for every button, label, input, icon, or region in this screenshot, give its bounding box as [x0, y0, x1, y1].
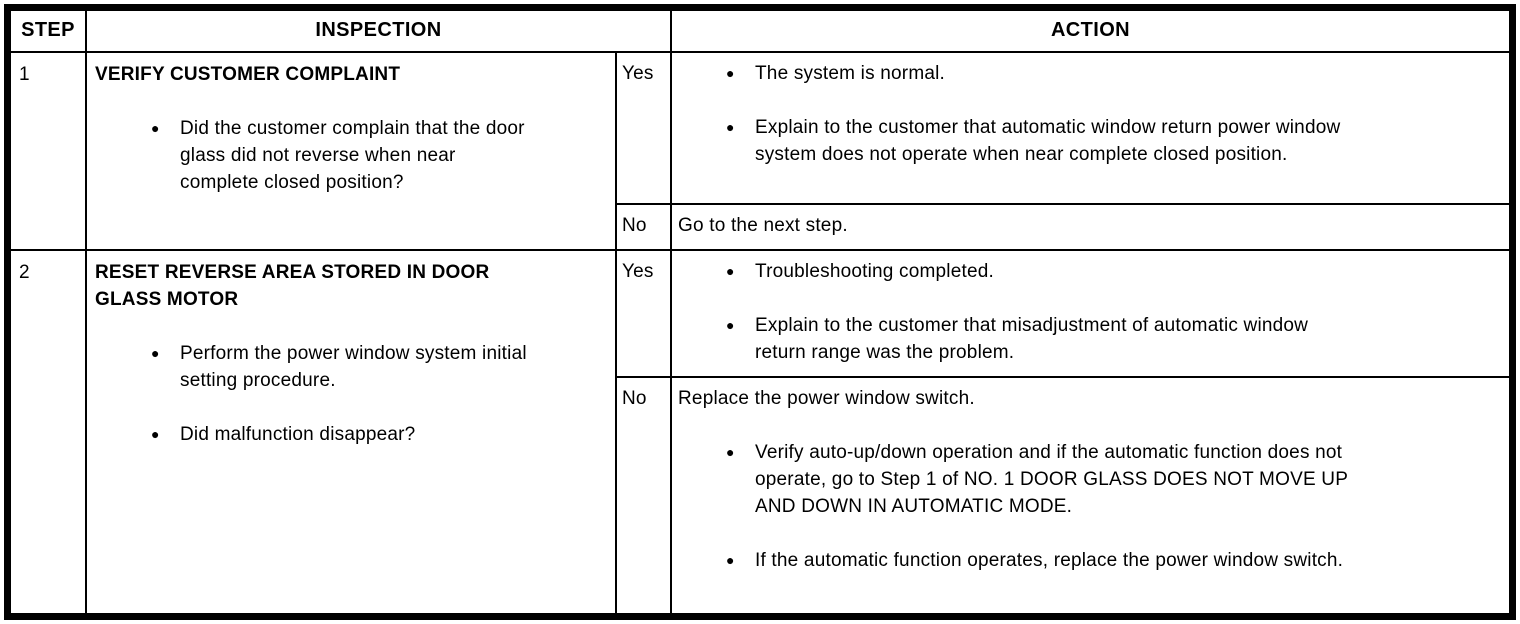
- action-intro: Go to the next step.: [678, 215, 848, 236]
- list-item: ● If the automatic function operates, re…: [726, 547, 1501, 574]
- list-item: ● Perform the power window system initia…: [151, 340, 607, 394]
- list-item: ● The system is normal.: [726, 60, 1501, 87]
- list-item-text: Explain to the customer that automatic w…: [755, 117, 1341, 165]
- action-intro: Replace the power window switch.: [678, 388, 975, 409]
- bullet-icon: ●: [726, 444, 735, 460]
- inspection-title: RESET REVERSE AREA STORED IN DOOR GLASS …: [95, 262, 490, 310]
- table-row: No Go to the next step.: [10, 203, 1511, 251]
- branch-label-yes: Yes: [615, 249, 672, 378]
- action-cell: Go to the next step.: [670, 203, 1511, 251]
- list-item: ● Did the customer complain that the doo…: [151, 115, 607, 196]
- action-cell: ● Troubleshooting completed. ● Explain t…: [670, 249, 1511, 378]
- header-step: STEP: [9, 9, 87, 53]
- step-cell: 2: [9, 249, 87, 615]
- list-item-text: Did the customer complain that the door …: [180, 118, 525, 193]
- list-item-text: Verify auto-up/down operation and if the…: [755, 442, 1348, 517]
- branch-label-yes: Yes: [615, 51, 672, 205]
- inspection-action-table: STEP INSPECTION ACTION 1 VERIFY CUSTOMER…: [9, 9, 1511, 615]
- action-cell: Replace the power window switch. ● Verif…: [670, 376, 1511, 615]
- step-cell: 1: [9, 51, 87, 251]
- bullet-icon: ●: [151, 426, 160, 442]
- list-item: ● Explain to the customer that automatic…: [726, 114, 1501, 168]
- branch-label-no: No: [615, 376, 672, 615]
- table-row: No Replace the power window switch. ● Ve…: [10, 376, 1511, 615]
- header-row: STEP INSPECTION ACTION: [9, 9, 1511, 53]
- list-item-text: The system is normal.: [755, 63, 946, 84]
- bullet-icon: ●: [726, 263, 735, 279]
- list-item: ● Explain to the customer that misadjust…: [726, 312, 1501, 366]
- header-action: ACTION: [670, 9, 1511, 53]
- list-item: ● Verify auto-up/down operation and if t…: [726, 439, 1501, 520]
- list-item-text: Did malfunction disappear?: [180, 424, 416, 445]
- branch-label-no: No: [615, 203, 672, 251]
- action-cell: ● The system is normal. ● Explain to the…: [670, 51, 1511, 205]
- bullet-icon: ●: [726, 552, 735, 568]
- inspection-title: VERIFY CUSTOMER COMPLAINT: [95, 64, 401, 85]
- bullet-icon: ●: [726, 65, 735, 81]
- bullet-icon: ●: [151, 120, 160, 136]
- troubleshooting-table: STEP INSPECTION ACTION 1 VERIFY CUSTOMER…: [4, 4, 1516, 620]
- bullet-icon: ●: [151, 345, 160, 361]
- list-item-text: If the automatic function operates, repl…: [755, 550, 1344, 571]
- inspection-cell: VERIFY CUSTOMER COMPLAINT ● Did the cust…: [85, 51, 617, 251]
- bullet-icon: ●: [726, 119, 735, 135]
- list-item-text: Explain to the customer that misadjustme…: [755, 315, 1309, 363]
- inspection-cell: RESET REVERSE AREA STORED IN DOOR GLASS …: [85, 249, 617, 615]
- list-item: ● Did malfunction disappear?: [151, 421, 607, 448]
- bullet-icon: ●: [726, 317, 735, 333]
- table-row: 1 VERIFY CUSTOMER COMPLAINT ● Did the cu…: [9, 51, 1511, 251]
- list-item-text: Perform the power window system initial …: [180, 343, 527, 391]
- table-row: 2 RESET REVERSE AREA STORED IN DOOR GLAS…: [9, 249, 1511, 615]
- list-item-text: Troubleshooting completed.: [755, 261, 994, 282]
- list-item: ● Troubleshooting completed.: [726, 258, 1501, 285]
- header-inspection: INSPECTION: [85, 9, 672, 53]
